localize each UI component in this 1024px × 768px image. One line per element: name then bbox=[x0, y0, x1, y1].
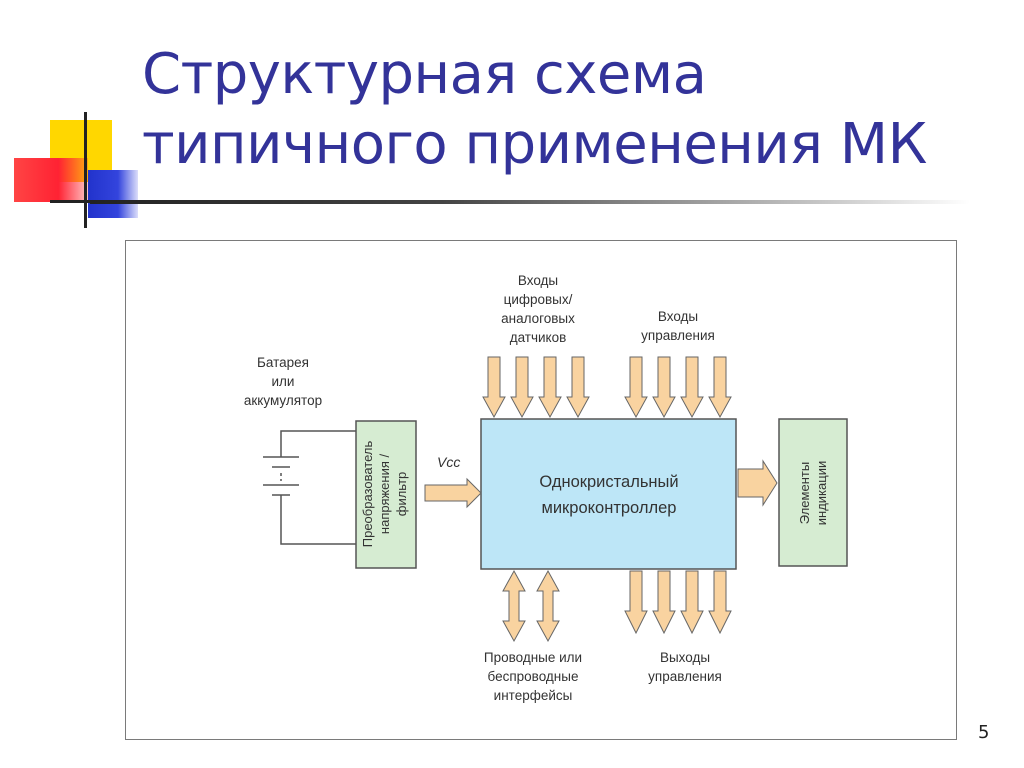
control-input-arrows bbox=[624, 356, 732, 419]
control-output-arrow-1 bbox=[624, 570, 648, 635]
control-outputs-label-line-1: Выходы bbox=[660, 650, 710, 665]
control-input-arrow-2 bbox=[652, 356, 676, 419]
control-input-arrow-1 bbox=[624, 356, 648, 419]
control-outputs-label-line-2: управления bbox=[648, 669, 722, 684]
interfaces-label-line-3: интерфейсы bbox=[494, 688, 573, 703]
battery-symbol bbox=[263, 430, 356, 545]
sensor-input-arrows bbox=[482, 356, 590, 419]
battery-label-line-3: аккумулятор bbox=[244, 393, 322, 408]
sensor-input-arrow-2 bbox=[510, 356, 534, 419]
sensor-inputs-label-line-2: цифровых/ bbox=[504, 292, 573, 307]
control-input-arrow-4 bbox=[708, 356, 732, 419]
slide-title-line-2: типичного применения МК bbox=[142, 112, 927, 177]
interfaces-label-line-1: Проводные или bbox=[484, 650, 582, 665]
indication-arrow bbox=[737, 459, 778, 507]
page-number: 5 bbox=[978, 722, 990, 743]
control-output-arrow-3 bbox=[680, 570, 704, 635]
vcc-arrow bbox=[424, 477, 482, 509]
sensor-input-arrow-3 bbox=[538, 356, 562, 419]
control-inputs-label-line-1: Входы bbox=[658, 309, 698, 324]
vcc-label: Vcc bbox=[437, 454, 460, 470]
interface-arrow-2 bbox=[536, 569, 560, 643]
interface-arrows bbox=[502, 569, 560, 643]
interface-arrow-1 bbox=[502, 569, 526, 643]
control-output-arrow-4 bbox=[708, 570, 732, 635]
converter-label-line-1: Преобразователь bbox=[360, 441, 375, 548]
indication-block bbox=[778, 418, 848, 567]
converter-label-line-3: фильтр bbox=[394, 472, 409, 516]
control-output-arrows bbox=[624, 570, 732, 635]
interfaces-label-line-2: беспроводные bbox=[488, 669, 579, 684]
sensor-inputs-label-line-4: датчиков bbox=[510, 330, 567, 345]
sensor-inputs-label-line-3: аналоговых bbox=[501, 311, 575, 326]
control-inputs-label-line-2: управления bbox=[641, 328, 715, 343]
decor-vertical-line bbox=[84, 112, 87, 228]
block-diagram: Батарея или аккумулятор Входы цифровых/ … bbox=[244, 273, 848, 703]
title-underline bbox=[90, 200, 970, 204]
sensor-input-arrow-4 bbox=[566, 356, 590, 419]
sensor-input-arrow-1 bbox=[482, 356, 506, 419]
battery-label-line-2: или bbox=[272, 374, 295, 389]
mcu-label-line-2: микроконтроллер bbox=[542, 499, 677, 517]
sensor-inputs-label-line-1: Входы bbox=[518, 273, 558, 288]
diagram-frame: Батарея или аккумулятор Входы цифровых/ … bbox=[125, 240, 957, 740]
control-output-arrow-2 bbox=[652, 570, 676, 635]
decor-red-square bbox=[14, 158, 88, 202]
mcu-label-line-1: Однокристальный bbox=[539, 473, 678, 491]
indication-label-line-1: Элементы bbox=[797, 462, 812, 524]
slide-title-line-1: Структурная схема bbox=[142, 42, 707, 107]
slide-title: Структурная схема типичного применения М… bbox=[142, 40, 927, 180]
mcu-block bbox=[480, 418, 737, 570]
converter-label-line-2: напряжения / bbox=[377, 454, 392, 535]
control-input-arrow-3 bbox=[680, 356, 704, 419]
battery-label-line-1: Батарея bbox=[257, 355, 309, 370]
decor-blue-square bbox=[88, 170, 138, 218]
converter-block bbox=[355, 420, 417, 569]
indication-label-line-2: индикации bbox=[814, 461, 829, 525]
